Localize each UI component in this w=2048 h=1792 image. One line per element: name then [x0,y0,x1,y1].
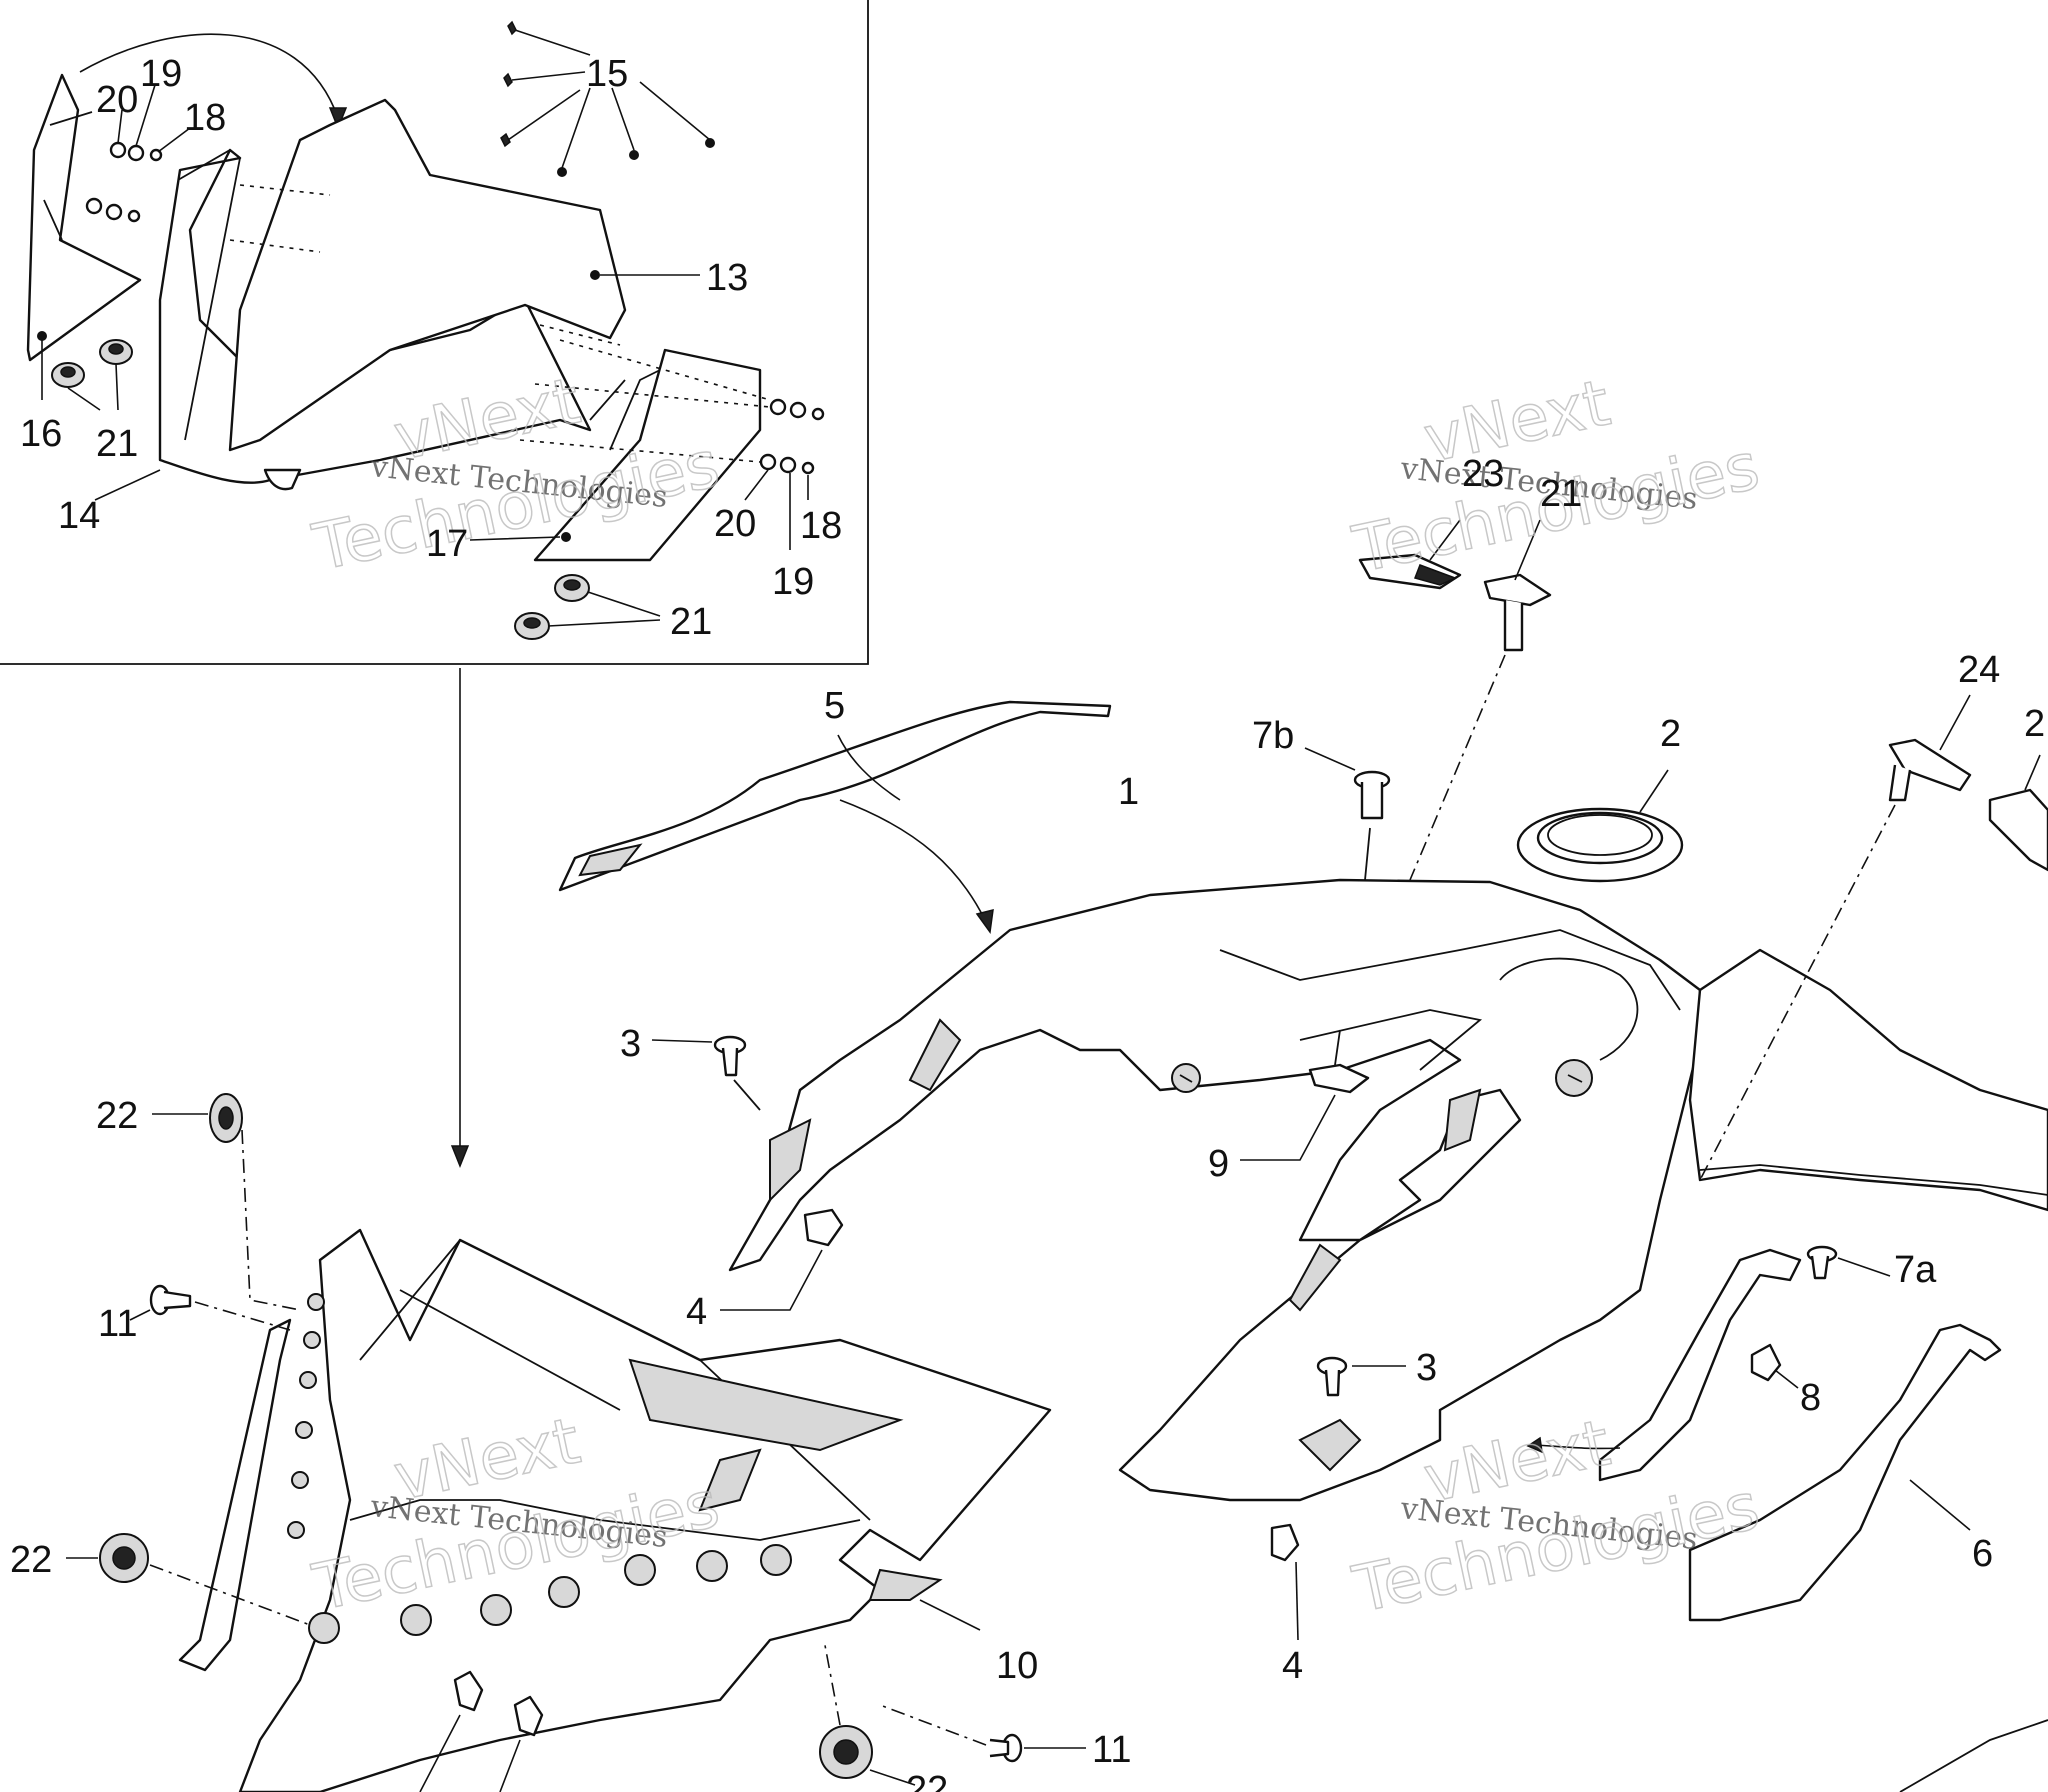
callout-1: 1 [1118,771,1139,813]
callout-21: 21 [1540,473,1582,515]
callout-7b: 7b [1252,715,1294,757]
callout-18: 18 [184,97,226,139]
hardware-18-19-20-right [229,184,825,550]
grommets-21-left [51,339,133,411]
part-7a-8 [1750,1245,1891,1389]
right-side-panel [1688,948,2048,1212]
callout-8: 8 [1800,1377,1821,1419]
callout-9: 9 [1208,1143,1229,1185]
part-16-deflector [26,73,142,362]
callout-22: 22 [906,1769,948,1792]
callout-labels: 15 19 20 18 13 16 21 14 17 20 18 19 21 2… [10,53,2045,1792]
callout-10: 10 [996,1645,1038,1687]
part-9-clip [1240,1029,1370,1161]
callout-4: 4 [686,1291,707,1333]
part-5-arrow [839,799,986,921]
part-6-side-panel [1688,1323,2002,1622]
part-2-ring [1516,769,1684,883]
parts-24-2-right [1699,694,2048,1181]
callout-11: 11 [98,1303,137,1345]
callout-7a: 7a [1894,1249,1937,1291]
callout-14: 14 [58,495,100,537]
inset-curved-arrow [79,33,339,119]
svg-text:vNext: vNext [1418,1406,1616,1517]
callout-3: 3 [1416,1347,1437,1389]
fasteners-15 [500,20,715,177]
hardware-18-19-20-top [85,84,191,223]
callout-6: 6 [1972,1533,1993,1575]
part-1-hood [728,878,1702,1502]
callout-20: 20 [714,503,756,545]
support-bracket [1598,1248,1802,1482]
part-13-windshield [228,98,627,452]
callout-21: 21 [96,423,138,465]
grommets-21-bottom [514,574,661,640]
callout-19: 19 [772,561,814,603]
callout-15: 15 [586,53,628,95]
callout-2: 2 [2024,703,2045,745]
part-4-nuts [720,1208,1300,1641]
callout-4: 4 [1282,1645,1303,1687]
part-17-panel [533,348,762,562]
grommets-22 [66,1093,916,1786]
callout-2: 2 [1660,713,1681,755]
callout-18: 18 [800,505,842,547]
callout-16: 16 [20,413,62,455]
part-5-trim [558,700,1112,892]
callout-19: 19 [140,53,182,95]
callout-11: 11 [1092,1729,1131,1771]
part-3-screws [651,1035,1406,1397]
callout-5: 5 [824,685,845,727]
nose-holes [287,1293,792,1644]
callout-21: 21 [670,601,712,643]
callout-23: 23 [1462,453,1504,495]
callout-13: 13 [706,257,748,299]
callout-24: 24 [1958,649,2000,691]
callout-22: 22 [10,1539,52,1581]
part-7b-screw [1304,747,1391,881]
svg-text:vNext: vNext [1418,366,1616,477]
callout-22: 22 [96,1095,138,1137]
parts-23-21-top [1358,519,1552,881]
nose-left-strip [178,1318,292,1672]
callout-3: 3 [620,1023,641,1065]
inset-windshield-assembly [0,0,869,665]
callout-17: 17 [426,523,468,565]
callout-20: 20 [96,79,138,121]
inset-border [0,0,869,665]
screws-11 [129,1284,1086,1763]
